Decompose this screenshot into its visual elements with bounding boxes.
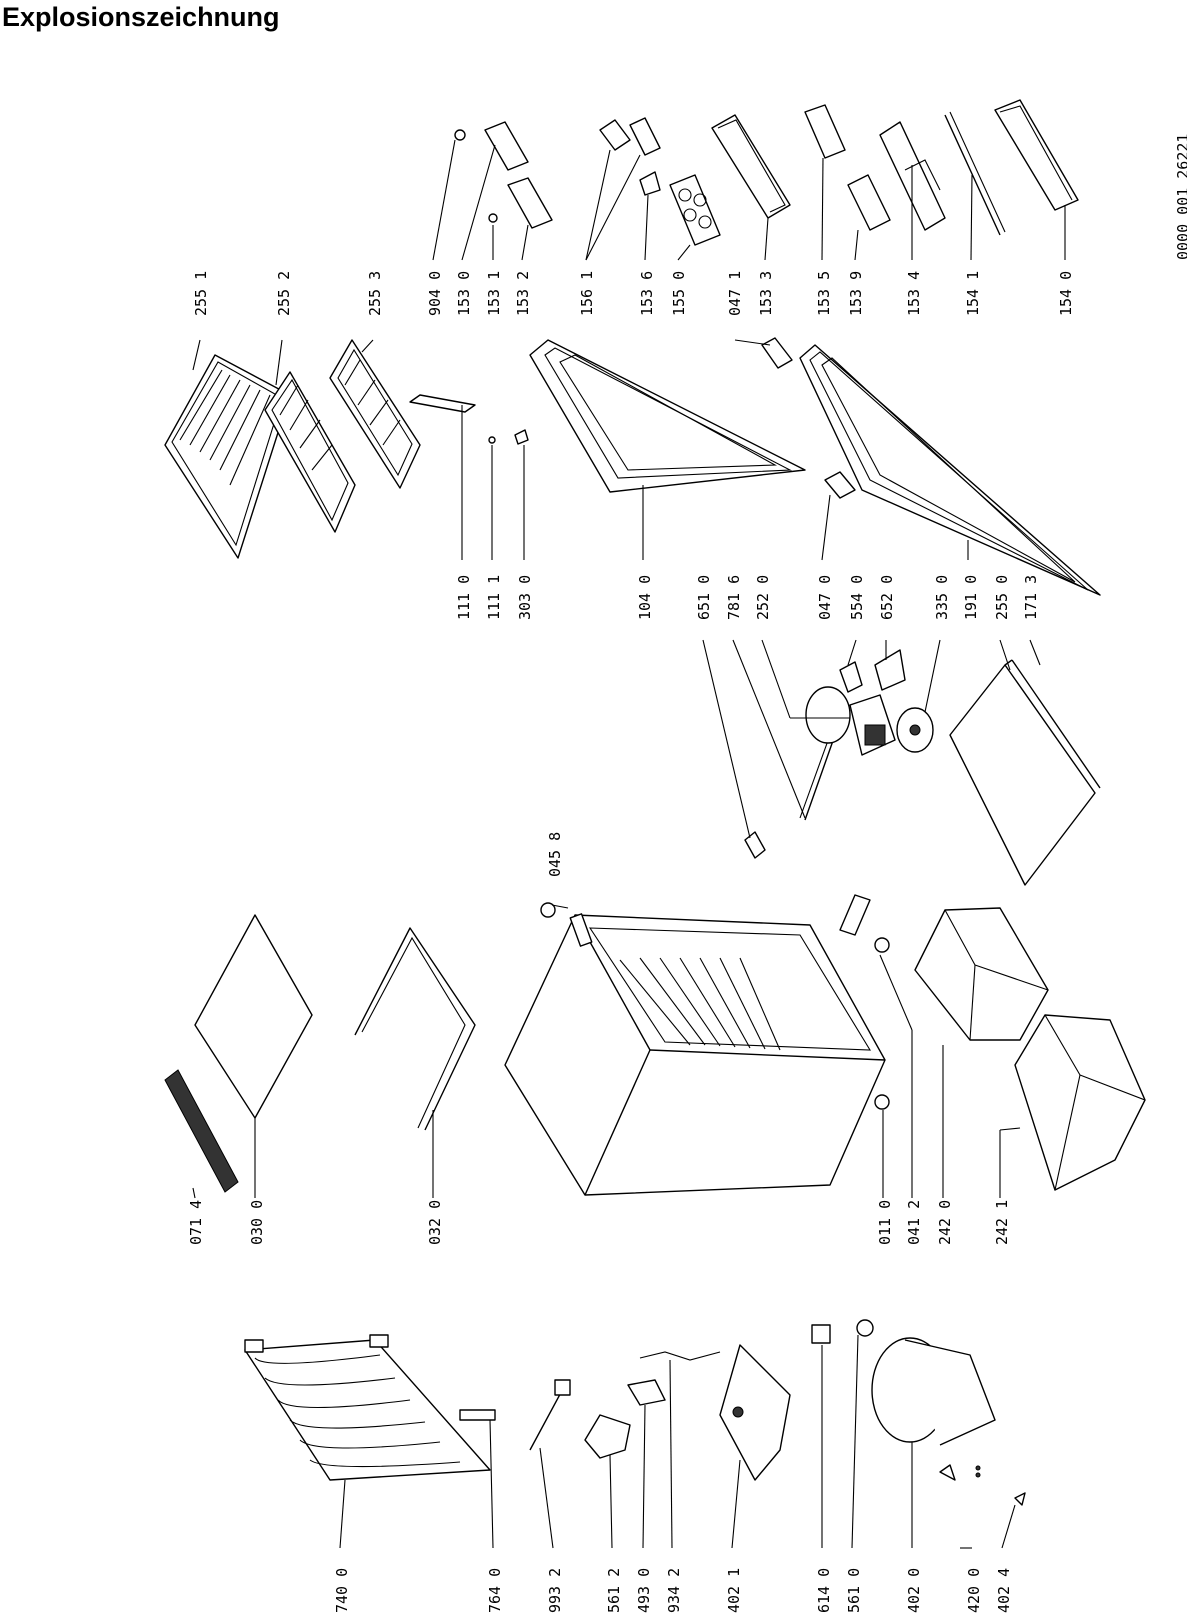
label-402-0: 402 0 <box>905 1568 923 1613</box>
shelf-255-1 <box>164 354 291 559</box>
label-153-9: 153 9 <box>847 271 865 316</box>
shelf-255-3 <box>329 339 421 489</box>
label-045-8: 045 8 <box>546 832 564 877</box>
condenser-740-0 <box>244 1334 491 1481</box>
label-614-0: 614 0 <box>815 1568 833 1613</box>
label-111-0: 111 0 <box>455 575 473 620</box>
crisper-drawer-242-0 <box>914 907 1049 1041</box>
drawing-code: 0000 001 26221 <box>1174 134 1187 260</box>
label-030-0: 030 0 <box>248 1200 266 1245</box>
label-153-6: 153 6 <box>638 271 656 316</box>
label-155-0: 155 0 <box>670 271 688 316</box>
label-255-3: 255 3 <box>366 271 384 316</box>
label-153-4: 153 4 <box>905 271 923 316</box>
label-154-1: 154 1 <box>964 271 982 316</box>
label-041-2: 041 2 <box>905 1200 923 1245</box>
hinge-parts <box>409 337 856 499</box>
label-153-2: 153 2 <box>514 271 532 316</box>
label-764-0: 764 0 <box>486 1568 504 1613</box>
label-242-0: 242 0 <box>936 1200 954 1245</box>
label-153-1: 153 1 <box>485 271 503 316</box>
label-255-2: 255 2 <box>275 271 293 316</box>
door-bins <box>711 99 1079 236</box>
cabinet-small-parts <box>540 894 890 1110</box>
label-740-0: 740 0 <box>333 1568 351 1613</box>
label-934-2: 934 2 <box>665 1568 683 1613</box>
label-904-0: 904 0 <box>426 271 444 316</box>
label-652-0: 652 0 <box>878 575 896 620</box>
label-493-0: 493 0 <box>635 1568 653 1613</box>
label-402-4: 402 4 <box>995 1568 1013 1613</box>
label-554-0: 554 0 <box>848 575 866 620</box>
thermostat-light-parts <box>744 649 934 859</box>
label-420-0: 420 0 <box>965 1568 983 1613</box>
label-153-0: 153 0 <box>455 271 473 316</box>
label-242-1: 242 1 <box>993 1200 1011 1245</box>
label-153-5: 153 5 <box>815 271 833 316</box>
label-303-0: 303 0 <box>516 575 534 620</box>
label-154-0: 154 0 <box>1057 271 1075 316</box>
label-781-6: 781 6 <box>725 575 743 620</box>
label-111-1: 111 1 <box>485 575 503 620</box>
label-255-0: 255 0 <box>993 575 1011 620</box>
label-171-3: 171 3 <box>1022 575 1040 620</box>
label-047-0: 047 0 <box>816 575 834 620</box>
label-032-0: 032 0 <box>426 1200 444 1245</box>
label-651-0: 651 0 <box>695 575 713 620</box>
label-252-0: 252 0 <box>754 575 772 620</box>
crisper-drawer-242-1 <box>1014 1014 1146 1191</box>
label-104-0: 104 0 <box>636 575 654 620</box>
label-011-0: 011 0 <box>876 1200 894 1245</box>
shelf-255-2 <box>264 371 356 533</box>
freezer-door-104 <box>529 339 806 493</box>
label-191-0: 191 0 <box>962 575 980 620</box>
label-561-0: 561 0 <box>845 1568 863 1613</box>
label-402-1: 402 1 <box>725 1568 743 1613</box>
grill-071-4 <box>164 1069 239 1193</box>
panel-030-0 <box>194 914 313 1119</box>
cabinet-body <box>504 913 886 1196</box>
frame-032-0 <box>354 927 476 1131</box>
label-153-3: 153 3 <box>757 271 775 316</box>
label-047-1: 047 1 <box>726 271 744 316</box>
egg-tray-parts <box>454 117 721 246</box>
label-993-2: 993 2 <box>546 1568 564 1613</box>
compressor-parts <box>459 1319 1026 1506</box>
glass-shelf-255-0 <box>949 659 1101 886</box>
label-561-2: 561 2 <box>605 1568 623 1613</box>
label-156-1: 156 1 <box>578 271 596 316</box>
label-255-1: 255 1 <box>192 271 210 316</box>
label-071-4: 071 4 <box>187 1200 205 1245</box>
page-title: Explosionszeichnung <box>2 2 280 32</box>
fridge-door-191 <box>799 344 1101 596</box>
label-335-0: 335 0 <box>933 575 951 620</box>
